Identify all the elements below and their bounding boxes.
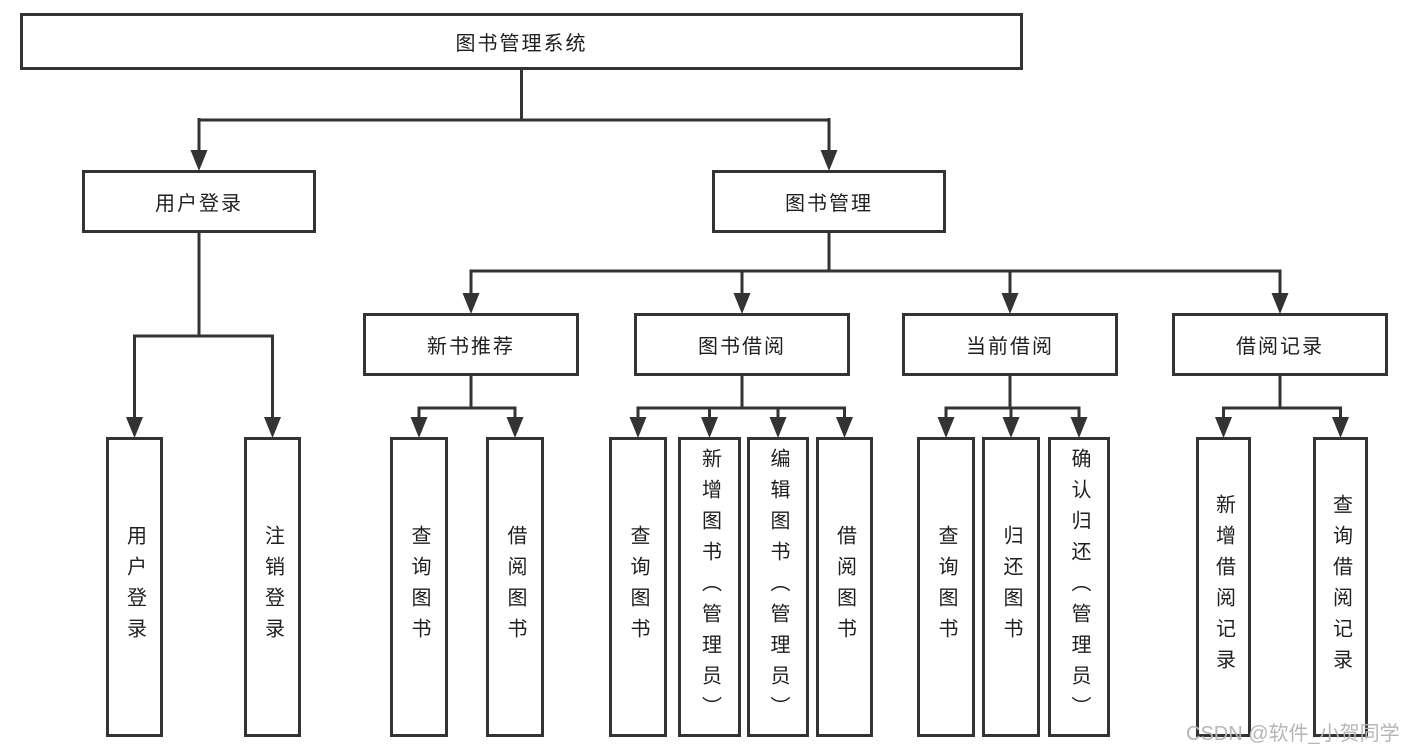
node-user-login-label: 用户登录 — [155, 193, 243, 215]
leaf-return-books-label: 归还图书 — [1000, 525, 1022, 649]
csdn-watermark: CSDN @软件_小贺同学 — [1186, 723, 1400, 745]
node-system-root: 图书管理系统 — [20, 13, 1023, 70]
node-book-borrowing-label: 图书借阅 — [698, 336, 786, 358]
leaf-query-borrow-record: 查询借阅记录 — [1313, 437, 1368, 737]
node-current-borrowing-label: 当前借阅 — [966, 336, 1054, 358]
node-book-borrowing: 图书借阅 — [634, 313, 850, 376]
leaf-edit-books-admin: 编辑图书（管理员） — [747, 437, 809, 737]
leaf-borrow-books-1: 借阅图书 — [486, 437, 544, 737]
node-book-management-label: 图书管理 — [785, 193, 873, 215]
leaf-user-login-label: 用户登录 — [123, 525, 146, 649]
node-current-borrowing: 当前借阅 — [902, 313, 1118, 376]
leaf-return-books: 归还图书 — [982, 437, 1040, 737]
leaf-add-books-admin: 新增图书（管理员） — [678, 437, 741, 737]
node-new-book-recommendation: 新书推荐 — [363, 313, 579, 376]
node-borrowing-records-label: 借阅记录 — [1236, 336, 1324, 358]
leaf-query-books-3: 查询图书 — [917, 437, 975, 737]
leaf-query-borrow-record-label: 查询借阅记录 — [1329, 494, 1352, 680]
leaf-borrow-books-1-label: 借阅图书 — [504, 525, 526, 649]
leaf-query-books-1-label: 查询图书 — [408, 525, 430, 649]
leaf-add-borrow-record: 新增借阅记录 — [1196, 437, 1251, 737]
node-user-login: 用户登录 — [82, 170, 316, 233]
node-book-management: 图书管理 — [712, 170, 946, 233]
leaf-edit-books-admin-label: 编辑图书（管理员） — [767, 447, 789, 727]
leaf-query-books-1: 查询图书 — [390, 437, 448, 737]
connector-paths — [133, 70, 1342, 418]
leaf-logout: 注销登录 — [244, 437, 301, 737]
leaf-borrow-books-2: 借阅图书 — [816, 437, 873, 737]
leaf-add-books-admin-label: 新增图书（管理员） — [698, 447, 721, 727]
leaf-query-books-2: 查询图书 — [609, 437, 667, 737]
node-system-root-label: 图书管理系统 — [455, 33, 588, 55]
leaf-user-login: 用户登录 — [106, 437, 163, 737]
leaf-borrow-books-2-label: 借阅图书 — [833, 525, 856, 649]
leaf-query-books-2-label: 查询图书 — [627, 525, 649, 649]
leaf-confirm-return-admin-label: 确认归还（管理员） — [1068, 447, 1090, 727]
node-new-book-recommendation-label: 新书推荐 — [427, 336, 515, 358]
leaf-confirm-return-admin: 确认归还（管理员） — [1048, 437, 1110, 737]
leaf-query-books-3-label: 查询图书 — [935, 525, 957, 649]
leaf-logout-label: 注销登录 — [261, 525, 284, 649]
arrowheads — [126, 150, 1349, 438]
node-borrowing-records: 借阅记录 — [1172, 313, 1388, 376]
leaf-add-borrow-record-label: 新增借阅记录 — [1212, 494, 1235, 680]
